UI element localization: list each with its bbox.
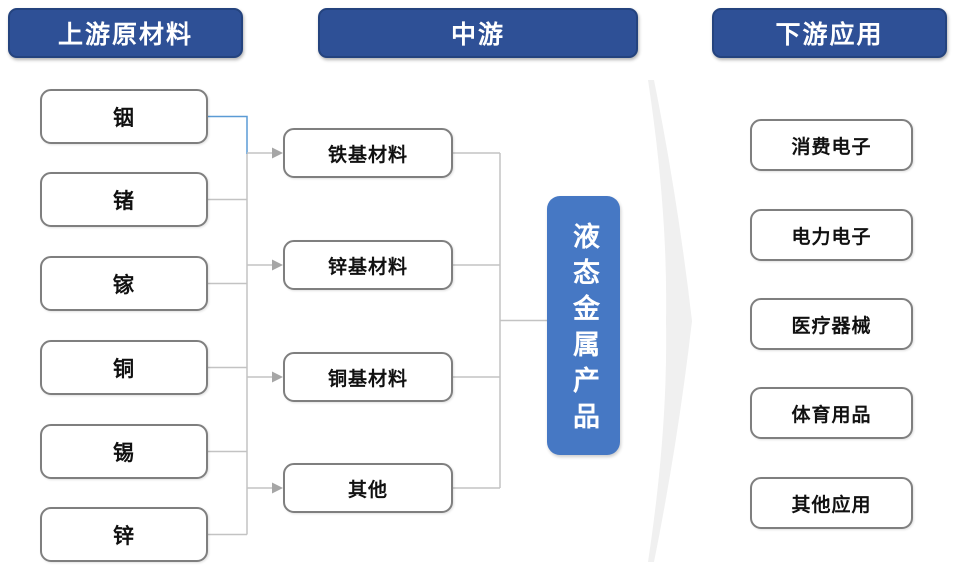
upstream-node-tin: 锡 bbox=[40, 424, 208, 479]
downstream-node-medical-devices: 医疗器械 bbox=[750, 298, 913, 350]
midstream-node-label: 铜基材料 bbox=[327, 368, 408, 390]
arrowhead-icon bbox=[272, 482, 283, 494]
upstream-node-label: 铟 bbox=[113, 106, 135, 130]
midstream-node-copper-based: 铜基材料 bbox=[283, 352, 453, 402]
midstream-node-label: 其他 bbox=[347, 479, 388, 501]
downstream-node-label: 消费电子 bbox=[791, 136, 872, 158]
header-downstream: 下游应用 bbox=[712, 8, 947, 58]
product-node-label: 液态金属产品 bbox=[569, 222, 599, 438]
arrowhead-icon bbox=[272, 147, 283, 159]
midstream-node-zinc-based: 锌基材料 bbox=[283, 240, 453, 290]
upstream-node-label: 铜 bbox=[113, 357, 135, 381]
header-upstream: 上游原材料 bbox=[8, 8, 243, 58]
upstream-node-germanium: 锗 bbox=[40, 172, 208, 227]
downstream-node-sporting-goods: 体育用品 bbox=[750, 387, 913, 439]
upstream-node-gallium: 镓 bbox=[40, 256, 208, 311]
upstream-node-zinc: 锌 bbox=[40, 507, 208, 562]
upstream-node-label: 锌 bbox=[113, 524, 135, 548]
downstream-node-power-electronics: 电力电子 bbox=[750, 209, 913, 261]
header-upstream-label: 上游原材料 bbox=[57, 21, 193, 49]
midstream-node-label: 锌基材料 bbox=[327, 256, 408, 278]
header-midstream-label: 中游 bbox=[450, 21, 505, 49]
midstream-node-label: 铁基材料 bbox=[327, 144, 408, 166]
midstream-node-iron-based: 铁基材料 bbox=[283, 128, 453, 178]
arrowhead-icon bbox=[272, 371, 283, 383]
downstream-node-label: 其他应用 bbox=[791, 494, 872, 516]
downstream-node-label: 电力电子 bbox=[791, 226, 872, 248]
connector-indium-blue bbox=[208, 115, 248, 154]
upstream-node-indium: 铟 bbox=[40, 89, 208, 144]
upstream-node-label: 镓 bbox=[113, 273, 135, 297]
upstream-node-copper: 铜 bbox=[40, 340, 208, 395]
downstream-node-label: 医疗器械 bbox=[791, 315, 872, 337]
header-midstream: 中游 bbox=[318, 8, 638, 58]
downstream-node-other-applications: 其他应用 bbox=[750, 477, 913, 529]
faint-chevron-arrow-icon bbox=[648, 80, 692, 562]
product-node-liquid-metal: 液态金属产品 bbox=[547, 196, 620, 455]
upstream-node-label: 锡 bbox=[113, 441, 135, 465]
midstream-node-other: 其他 bbox=[283, 463, 453, 513]
upstream-node-label: 锗 bbox=[113, 189, 135, 213]
downstream-node-consumer-electronics: 消费电子 bbox=[750, 119, 913, 171]
header-downstream-label: 下游应用 bbox=[775, 21, 884, 49]
downstream-node-label: 体育用品 bbox=[791, 404, 872, 426]
arrowhead-icon bbox=[272, 259, 283, 271]
